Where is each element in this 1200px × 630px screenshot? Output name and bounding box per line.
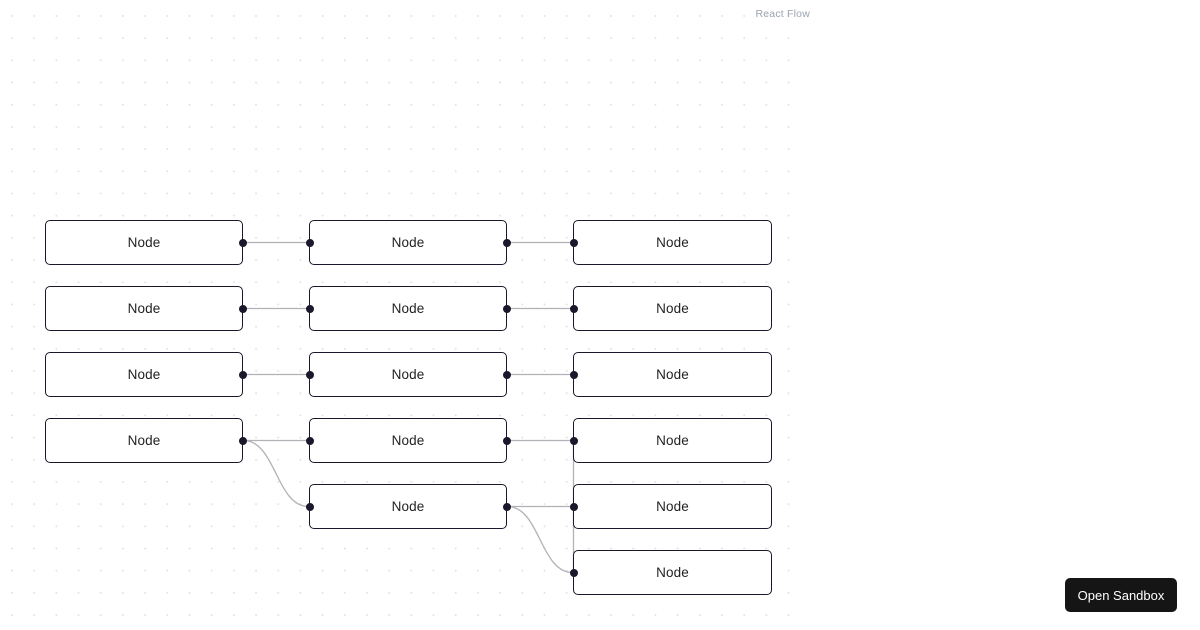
node-target-handle[interactable] <box>305 370 314 379</box>
node-label: Node <box>391 498 425 514</box>
node-target-handle[interactable] <box>305 436 314 445</box>
graph-node[interactable]: Node <box>305 286 511 331</box>
node-target-handle[interactable] <box>569 502 578 511</box>
node-source-handle[interactable] <box>238 238 247 247</box>
graph-node[interactable]: Node <box>569 484 772 529</box>
node-label: Node <box>656 234 689 250</box>
graph-node[interactable]: Node <box>305 418 511 463</box>
node-target-handle[interactable] <box>569 370 578 379</box>
node-target-handle[interactable] <box>569 436 578 445</box>
graph-node[interactable]: Node <box>45 352 247 397</box>
graph-node[interactable]: Node <box>305 220 511 265</box>
open-sandbox-button[interactable]: Open Sandbox <box>1065 578 1177 612</box>
node-source-handle[interactable] <box>502 370 511 379</box>
graph-node[interactable]: Node <box>569 352 772 397</box>
node-target-handle[interactable] <box>569 238 578 247</box>
node-label: Node <box>127 432 161 448</box>
node-target-handle[interactable] <box>305 502 314 511</box>
node-source-handle[interactable] <box>502 304 511 313</box>
edge-1-4-to-2-5[interactable] <box>243 439 309 508</box>
graph-node[interactable]: Node <box>569 550 772 595</box>
node-target-handle[interactable] <box>305 238 314 247</box>
graph-node[interactable]: Node <box>569 418 772 463</box>
node-label: Node <box>656 498 689 514</box>
node-target-handle[interactable] <box>569 304 578 313</box>
open-sandbox-label: Open Sandbox <box>1077 587 1165 603</box>
node-source-handle[interactable] <box>238 304 247 313</box>
node-target-handle[interactable] <box>305 304 314 313</box>
node-label: Node <box>391 234 425 250</box>
node-label: Node <box>391 366 425 382</box>
graph-node[interactable]: Node <box>45 418 247 463</box>
node-source-handle[interactable] <box>502 436 511 445</box>
node-source-handle[interactable] <box>238 436 247 445</box>
attribution-label: React Flow <box>755 8 810 20</box>
node-source-handle[interactable] <box>502 502 511 511</box>
graph-node[interactable]: Node <box>305 484 511 529</box>
node-target-handle[interactable] <box>569 568 578 577</box>
graph-node[interactable]: Node <box>305 352 511 397</box>
node-label: Node <box>656 432 689 448</box>
edge-2-5-to-3-6[interactable] <box>507 505 573 574</box>
node-label: Node <box>656 564 689 580</box>
node-label: Node <box>656 366 689 382</box>
graph-node[interactable]: Node <box>45 286 247 331</box>
node-source-handle[interactable] <box>238 370 247 379</box>
node-label: Node <box>391 300 425 316</box>
graph-node[interactable]: Node <box>45 220 247 265</box>
node-label: Node <box>391 432 425 448</box>
graph-node[interactable]: Node <box>569 220 772 265</box>
node-label: Node <box>656 300 689 316</box>
node-label: Node <box>127 300 161 316</box>
node-label: Node <box>127 366 161 382</box>
graph-node[interactable]: Node <box>569 286 772 331</box>
node-label: Node <box>127 234 161 250</box>
node-source-handle[interactable] <box>502 238 511 247</box>
react-flow-attribution[interactable]: React Flow <box>755 8 810 20</box>
